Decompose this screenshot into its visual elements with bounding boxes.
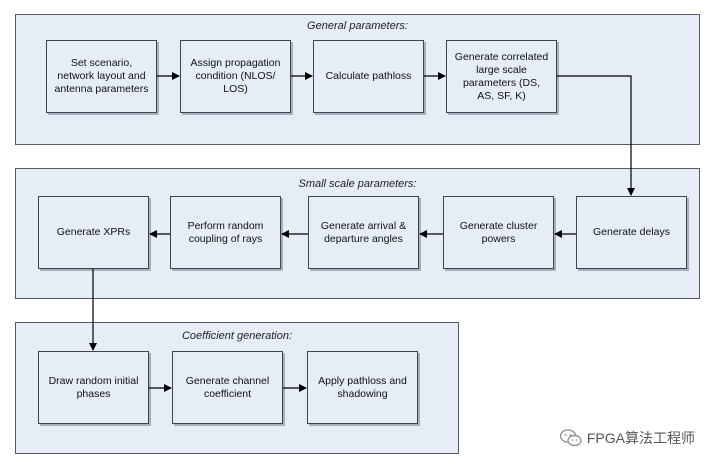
set-scenario-box: Set scenario, network layout and antenna…: [46, 40, 157, 113]
assign-propagation-condition-label: Assign propagation condition (NLOS/ LOS): [190, 57, 281, 95]
assign-propagation-condition-box: Assign propagation condition (NLOS/ LOS): [180, 40, 291, 113]
generate-cluster-powers-box: Generate cluster powers: [443, 196, 554, 269]
generate-angles-label: Generate arrival & departure angles: [320, 219, 407, 245]
generate-delays-label: Generate delays: [592, 226, 671, 238]
random-coupling-box: Perform random coupling of rays: [170, 196, 281, 269]
arrow-large-scale-to-delays: [557, 75, 635, 196]
watermark: FPGA算法工程师: [559, 428, 695, 448]
general-parameters-title: General parameters:: [307, 20, 408, 32]
generate-angles-box: Generate arrival & departure angles: [308, 196, 419, 269]
generate-xprs-box: Generate XPRs: [38, 196, 149, 269]
calculate-pathloss-box: Calculate pathloss: [313, 40, 424, 113]
apply-pathloss-shadowing-box: Apply pathloss and shadowing: [307, 351, 418, 424]
draw-random-phases-label: Draw random initial phases: [48, 374, 139, 400]
generate-large-scale-parameters-label: Generate correlated large scale paramete…: [454, 50, 549, 102]
generate-channel-coefficient-box: Generate channel coefficient: [172, 351, 283, 424]
generate-channel-coefficient-label: Generate channel coefficient: [185, 374, 270, 400]
wechat-icon: [559, 429, 582, 447]
calculate-pathloss-label: Calculate pathloss: [325, 70, 412, 82]
apply-pathloss-shadowing-label: Apply pathloss and shadowing: [318, 374, 407, 400]
small-scale-parameters-title: Small scale parameters:: [298, 178, 417, 190]
generate-delays-box: Generate delays: [576, 196, 687, 269]
generate-cluster-powers-label: Generate cluster powers: [459, 219, 538, 245]
draw-random-phases-box: Draw random initial phases: [38, 351, 149, 424]
generate-xprs-label: Generate XPRs: [56, 226, 131, 238]
watermark-text: FPGA算法工程师: [586, 430, 695, 446]
set-scenario-label: Set scenario, network layout and antenna…: [54, 57, 149, 95]
coefficient-generation-title: Coefficient generation:: [181, 330, 293, 342]
generate-large-scale-parameters-box: Generate correlated large scale paramete…: [446, 40, 557, 113]
random-coupling-label: Perform random coupling of rays: [187, 219, 264, 245]
